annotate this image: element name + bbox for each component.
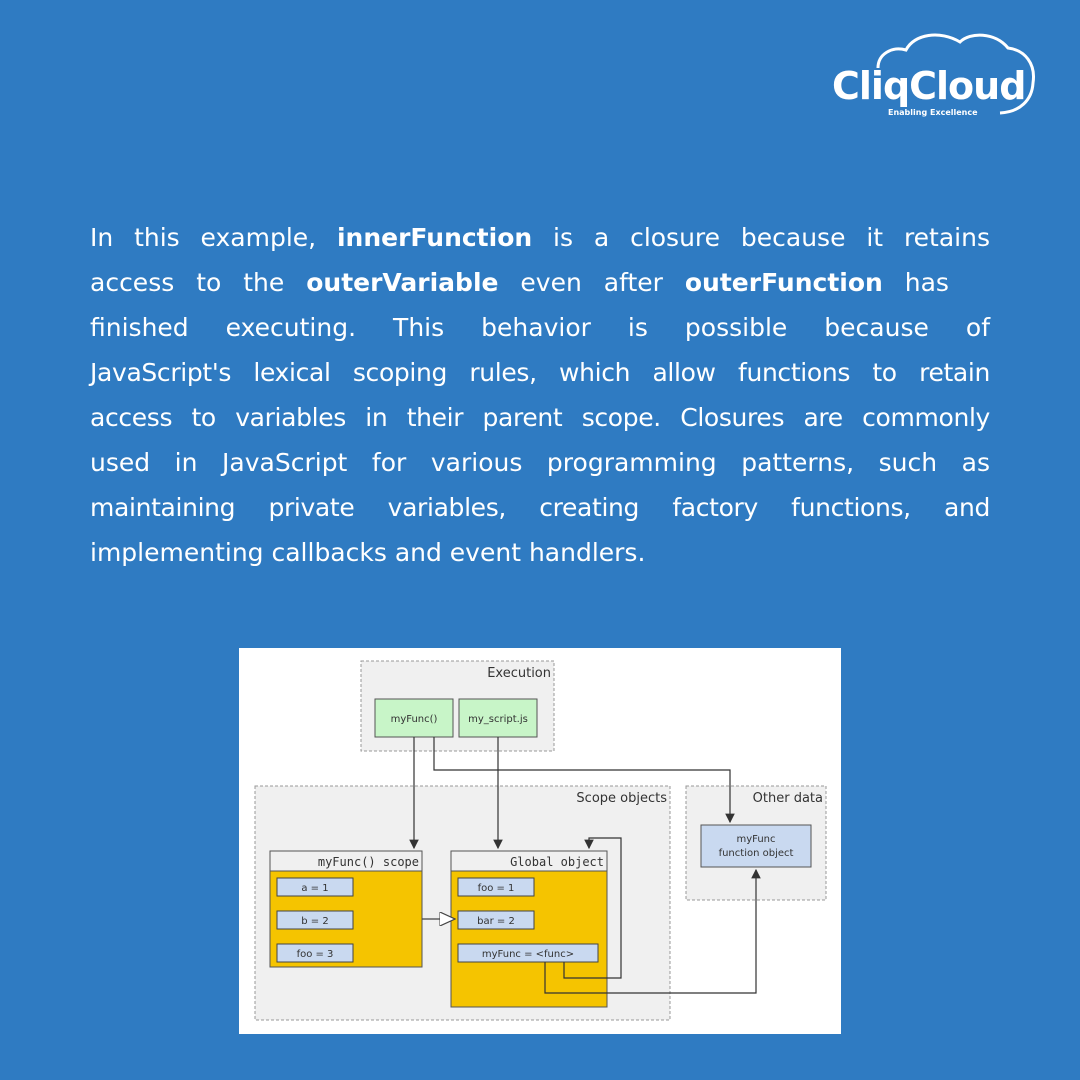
term-innerFunction: innerFunction xyxy=(336,223,533,252)
var-label: myFunc = <func> xyxy=(482,949,574,960)
brand-name: CliqCloud xyxy=(832,64,1026,108)
var-box xyxy=(276,877,354,897)
var-box xyxy=(276,943,354,963)
var-box xyxy=(276,910,354,930)
other-data-label: Other data xyxy=(753,791,823,806)
var-label: bar = 2 xyxy=(477,916,515,927)
para-line-6: used in JavaScript for various programmi… xyxy=(90,448,990,477)
closure-diagram: Execution myFunc() my_script.js Scope ob… xyxy=(239,648,841,1034)
para-line-4: JavaScript's lexical scoping rules, whic… xyxy=(90,358,990,387)
arrow-func-to-object xyxy=(544,868,761,994)
exec-myfunc-label: myFunc() xyxy=(391,714,438,725)
para-line-1: In this example, innerFunction is a clos… xyxy=(90,223,990,252)
myfunc-object-line2: function object xyxy=(719,848,794,859)
para-line-8: implementing callbacks and event handler… xyxy=(90,538,646,567)
var-label: b = 2 xyxy=(301,916,328,927)
var-label: foo = 3 xyxy=(297,949,334,960)
var-label: foo = 1 xyxy=(478,883,515,894)
cloud-icon xyxy=(876,33,1035,115)
para-line-2: access to the outerVariable even after o… xyxy=(90,268,949,297)
myfunc-object-line1: myFunc xyxy=(736,834,775,845)
exec-myfunc-box xyxy=(374,698,454,738)
execution-label: Execution xyxy=(487,666,551,681)
para-line-7: maintaining private variables, creating … xyxy=(90,493,990,522)
arrow-object-to-global xyxy=(563,837,622,979)
exec-script-label: my_script.js xyxy=(468,714,528,725)
para-line-3: finished executing. This behavior is pos… xyxy=(90,313,990,342)
brand-logo: CliqCloud Enabling Excellence xyxy=(820,28,1045,123)
term-outerVariable: outerVariable xyxy=(306,268,499,297)
arrow-exec-to-func-object xyxy=(433,737,735,824)
closure-explanation: In this example, innerFunction is a clos… xyxy=(90,215,990,575)
myfunc-scope-title: myFunc() scope xyxy=(318,855,419,869)
var-label: a = 1 xyxy=(301,883,328,894)
brand-tagline: Enabling Excellence xyxy=(888,108,978,117)
scope-objects-label: Scope objects xyxy=(576,791,667,806)
global-object-title: Global object xyxy=(510,855,604,869)
var-box xyxy=(457,910,535,930)
myfunc-object-box xyxy=(700,824,812,868)
term-outerFunction: outerFunction xyxy=(684,268,883,297)
para-line-5: access to variables in their parent scop… xyxy=(90,403,990,432)
var-box xyxy=(457,943,599,963)
var-box xyxy=(457,877,535,897)
